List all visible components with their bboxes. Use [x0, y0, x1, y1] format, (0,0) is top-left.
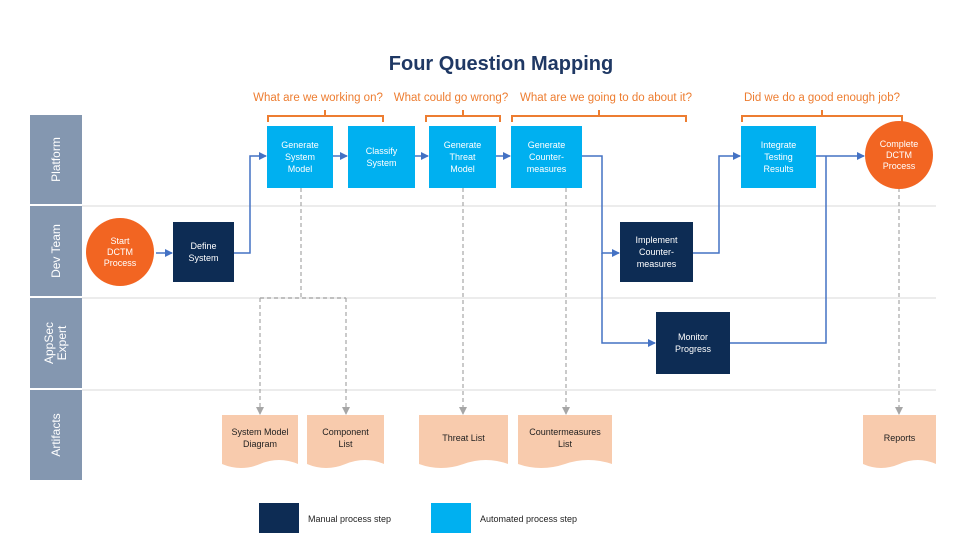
legend: Manual process step Automated process st… [259, 503, 577, 533]
question-working-on: What are we working on? [253, 92, 383, 104]
integrate-testing-results-node: Integrate Testing Results [741, 126, 816, 188]
diagram-title: Four Question Mapping [389, 53, 613, 75]
bracket-do-about [511, 110, 687, 122]
connector-implement-integrate [693, 152, 741, 254]
connector-gen-counter-monitor [601, 253, 656, 347]
artifact-connectors [256, 188, 903, 415]
monitor-progress-node: Monitor Progress [656, 312, 730, 374]
generate-system-model-node: Generate System Model [267, 126, 333, 188]
classify-system-node: Classify System [348, 126, 415, 188]
bracket-good-enough [741, 110, 903, 122]
flow-connectors [156, 152, 865, 347]
artifact-component-list-label: Component List [322, 427, 369, 449]
lane-header-platform: Platform [30, 115, 82, 204]
question-labels: What are we working on? What could go wr… [253, 92, 900, 104]
lane-label-artifacts: Artifacts [49, 413, 63, 456]
generate-threat-model-label: Generate Threat Model [443, 140, 482, 174]
define-system-label: Define System [188, 241, 219, 263]
bracket-working-on [267, 110, 384, 122]
lane-label-platform: Platform [49, 137, 63, 182]
artifact-threat-list: Threat List [419, 415, 508, 468]
lane-label-appsec-expert: AppSec Expert [42, 321, 69, 365]
generate-countermeasures-node: Generate Counter-measures [511, 126, 582, 188]
start-event-node: Start DCTM Process [86, 218, 154, 286]
connector-gen-counter-implement [582, 155, 620, 257]
artifact-reports: Reports [863, 415, 936, 468]
artifact-system-model-diagram: System Model Diagram [222, 415, 298, 468]
classify-system-label: Classify System [365, 146, 398, 168]
lane-label-dev-team: Dev Team [49, 224, 63, 278]
artifact-reports-label: Reports [883, 433, 916, 443]
connector-define-gen-model [234, 152, 267, 254]
artifact-countermeasures-list: Countermeasures List [518, 415, 612, 468]
question-do-about: What are we going to do about it? [520, 92, 692, 104]
complete-event-label: Complete DCTM Process [879, 138, 919, 171]
legend-manual-swatch [259, 503, 299, 533]
lane-header-artifacts: Artifacts [30, 390, 82, 480]
bracket-go-wrong [425, 110, 501, 122]
monitor-progress-label: Monitor Progress [674, 332, 711, 354]
generate-threat-model-node: Generate Threat Model [429, 126, 496, 188]
legend-automated-swatch [431, 503, 471, 533]
legend-manual-label: Manual process step [308, 514, 391, 524]
integrate-testing-results-label: Integrate Testing Results [760, 140, 797, 174]
question-go-wrong: What could go wrong? [394, 92, 508, 104]
start-event-label: Start DCTM Process [103, 235, 137, 268]
implement-countermeasures-label: Implement Counter-measures [635, 235, 678, 269]
artifact-system-model-diagram-label: System Model Diagram [231, 427, 289, 449]
lane-separators [82, 205, 936, 391]
connector-monitor-integrate [730, 156, 827, 344]
question-good-enough: Did we do a good enough job? [744, 92, 900, 104]
define-system-node: Define System [173, 222, 234, 282]
lane-header-dev-team: Dev Team [30, 206, 82, 296]
connector-gen-model-artifacts [260, 188, 346, 299]
implement-countermeasures-node: Implement Counter-measures [620, 222, 693, 282]
artifact-component-list: Component List [307, 415, 384, 468]
legend-automated-label: Automated process step [480, 514, 577, 524]
generate-countermeasures-label: Generate Counter-measures [526, 140, 567, 174]
artifact-countermeasures-list-label: Countermeasures List [529, 427, 601, 449]
generate-system-model-label: Generate System Model [281, 140, 319, 174]
lane-header-appsec-expert: AppSec Expert [30, 298, 82, 388]
artifact-threat-list-label: Threat List [442, 433, 485, 443]
question-brackets [267, 110, 903, 122]
complete-event-node: Complete DCTM Process [865, 121, 933, 189]
